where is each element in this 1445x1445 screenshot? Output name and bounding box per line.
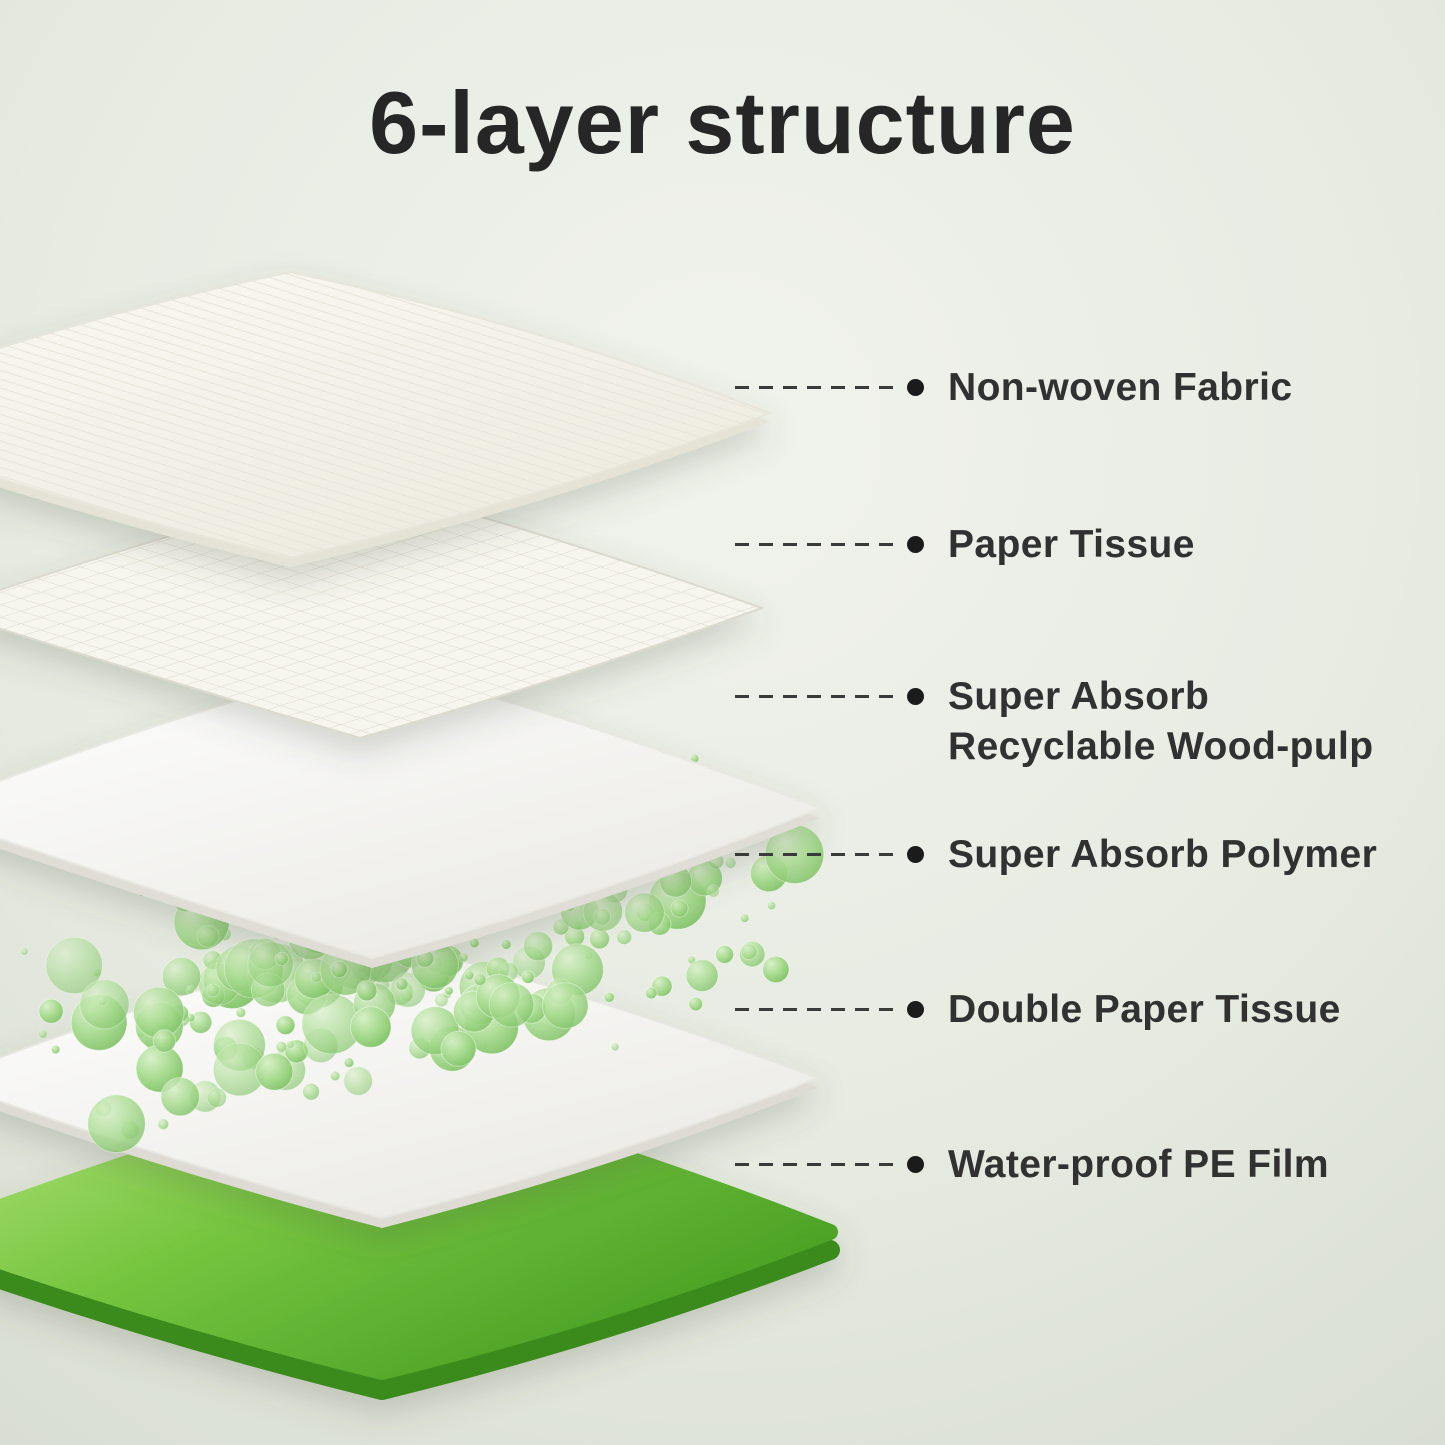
bullet-dot [907,688,924,705]
label-row-pe-film: Water-proof PE Film [735,1140,1329,1190]
leader-line [735,386,895,389]
label-row-double-tissue: Double Paper Tissue [735,985,1341,1035]
leader-line [735,695,895,698]
layer-label: Super Absorb Recyclable Wood-pulp [948,675,1374,768]
label-row-nonwoven: Non-woven Fabric [735,363,1292,413]
leader-line [735,1163,895,1166]
bullet-dot [907,536,924,553]
layer-label: Water-proof PE Film [948,1143,1329,1186]
paper-tissue-mesh [0,482,762,738]
leader-line [735,543,895,546]
page-title: 6-layer structure [369,73,1076,172]
leader-line [735,853,895,856]
layer-nonwoven-fabric [0,270,773,567]
leader-line [735,1008,895,1011]
layer-paper-tissue [0,480,765,740]
bullet-dot [907,379,924,396]
layer-label: Paper Tissue [948,523,1195,566]
layer-label: Non-woven Fabric [948,366,1293,409]
layer-label: Double Paper Tissue [948,988,1341,1031]
fabric-weave-texture [0,272,770,558]
bullet-dot [907,1156,924,1173]
label-row-wood-pulp: Super Absorb Recyclable Wood-pulp [735,672,1374,772]
wood-pulp-top-face [0,660,823,960]
bullet-dot [907,846,924,863]
label-row-polymer: Super Absorb Polymer [735,830,1377,880]
bullet-dot [907,1001,924,1018]
label-row-paper-tissue: Paper Tissue [735,520,1195,570]
layer-wood-pulp [0,660,823,968]
layer-label: Super Absorb Polymer [948,833,1378,876]
